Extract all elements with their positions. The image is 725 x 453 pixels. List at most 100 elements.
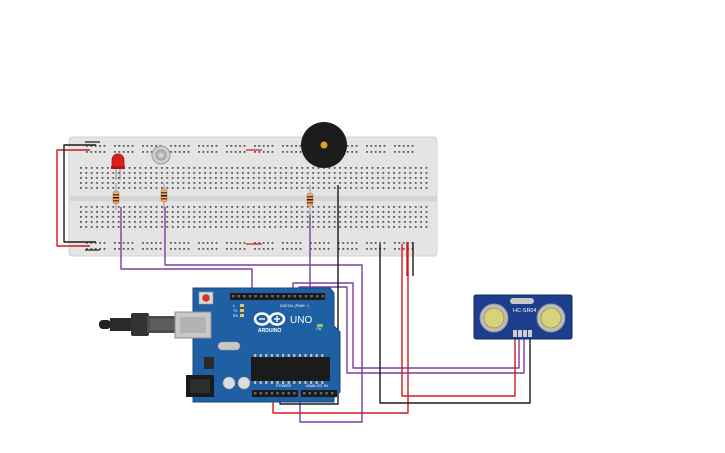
breadboard-hole (404, 211, 406, 213)
breadboard-rail-hole (187, 145, 190, 147)
breadboard-hole (339, 226, 341, 228)
breadboard-hole (139, 221, 142, 223)
infinity-logo-icon (253, 312, 286, 326)
wires (56, 144, 531, 423)
breadboard-rail-hole (267, 145, 269, 147)
breadboard-hole (139, 172, 142, 174)
breadboard-hole (328, 167, 331, 169)
arduino-uno[interactable]: UNO ARDUINO DIGITAL (PWM ~) POWER ANALOG… (99, 287, 341, 403)
breadboard-hole (409, 221, 412, 223)
breadboard-hole (274, 172, 277, 174)
led-red[interactable] (111, 153, 125, 180)
breadboard-rail-hole (346, 151, 349, 153)
breadboard-rail-hole (211, 242, 213, 244)
header-pin (314, 392, 317, 395)
wire-red-5v[interactable] (272, 244, 409, 414)
wire-red-sensor-vcc[interactable] (401, 244, 516, 397)
breadboard-hole (204, 167, 206, 169)
breadboard-hole (333, 172, 336, 174)
wire-purple-trig[interactable] (292, 282, 520, 369)
photoresistor[interactable] (151, 145, 171, 165)
breadboard-hole (323, 177, 325, 179)
breadboard-rail-hole (299, 151, 302, 153)
breadboard-hole (247, 182, 250, 184)
breadboard-hole (123, 182, 125, 184)
reset-button-icon[interactable] (198, 291, 214, 305)
wire-black-rail-loop[interactable] (63, 144, 96, 243)
breadboard-rail-hole (170, 145, 172, 147)
breadboard-hole (85, 187, 88, 189)
breadboard-hole (198, 177, 201, 179)
breadboard-hole (171, 211, 174, 213)
breadboard-hole (306, 167, 309, 169)
breadboard-rail-hole (295, 242, 297, 244)
breadboard-hole (150, 172, 152, 174)
breadboard-hole (274, 182, 277, 184)
wire-purple-led[interactable] (120, 207, 253, 293)
breadboard-hole (215, 177, 217, 179)
resistor-buzzer[interactable] (306, 185, 314, 215)
breadboard-hole (317, 172, 320, 174)
breadboard-rail-hole (146, 145, 149, 147)
breadboard-hole (209, 172, 212, 174)
breadboard-hole (139, 182, 142, 184)
resistor-pot[interactable] (160, 183, 168, 210)
breadboard-hole (96, 187, 98, 189)
breadboard-hole (107, 167, 109, 169)
breadboard-rail-hole (239, 151, 241, 153)
breadboard-hole (323, 206, 325, 208)
breadboard-hole (387, 216, 390, 218)
breadboard-hole (344, 177, 347, 179)
breadboard-hole (328, 172, 331, 174)
breadboard-hole (96, 206, 98, 208)
breadboard-hole (339, 216, 341, 218)
breadboard-hole (387, 221, 390, 223)
breadboard-hole (134, 172, 136, 174)
breadboard-rail-hole (142, 248, 144, 250)
breadboard-rail-hole (318, 248, 321, 250)
breadboard-hole (90, 226, 93, 228)
breadboard-rail-hole (234, 145, 237, 147)
breadboard-hole (382, 182, 385, 184)
breadboard-hole (209, 216, 212, 218)
wire-red-rail-loop[interactable] (56, 149, 90, 247)
wire-purple-pot[interactable] (164, 207, 363, 423)
breadboard-hole (139, 167, 142, 169)
breadboard-rail-hole (243, 248, 246, 250)
breadboard-hole (344, 167, 347, 169)
breadboard-hole (204, 182, 206, 184)
breadboard-rail-hole (374, 242, 377, 244)
breadboard-hole (274, 221, 277, 223)
breadboard-hole (171, 172, 174, 174)
breadboard-rail-hole (254, 145, 256, 147)
ultrasonic-sensor[interactable]: HC-SR04 (473, 294, 573, 340)
breadboard-hole (301, 182, 304, 184)
breadboard-hole (398, 211, 401, 213)
breadboard-hole (290, 226, 293, 228)
breadboard-hole (285, 211, 287, 213)
breadboard-hole (382, 187, 385, 189)
breadboard-hole (393, 216, 395, 218)
wire-black-sensor-gnd[interactable] (379, 244, 531, 404)
breadboard-hole (150, 182, 152, 184)
on-label: ON (316, 327, 322, 331)
breadboard-hole (350, 221, 352, 223)
breadboard-hole (360, 167, 363, 169)
breadboard-hole (301, 216, 304, 218)
breadboard-hole (139, 177, 142, 179)
breadboard-rail-hole (94, 145, 97, 147)
breadboard-hole (398, 226, 401, 228)
breadboard-hole (215, 167, 217, 169)
breadboard-hole (161, 182, 163, 184)
breadboard-hole (409, 167, 412, 169)
breadboard-hole (150, 226, 152, 228)
breadboard-hole (414, 206, 417, 208)
breadboard-hole (333, 177, 336, 179)
breadboard[interactable] (68, 136, 438, 257)
breadboard-hole (150, 221, 152, 223)
resistor-led[interactable] (112, 183, 120, 210)
breadboard-hole (404, 226, 406, 228)
breadboard-hole (155, 226, 158, 228)
piezo-buzzer[interactable] (301, 122, 347, 168)
